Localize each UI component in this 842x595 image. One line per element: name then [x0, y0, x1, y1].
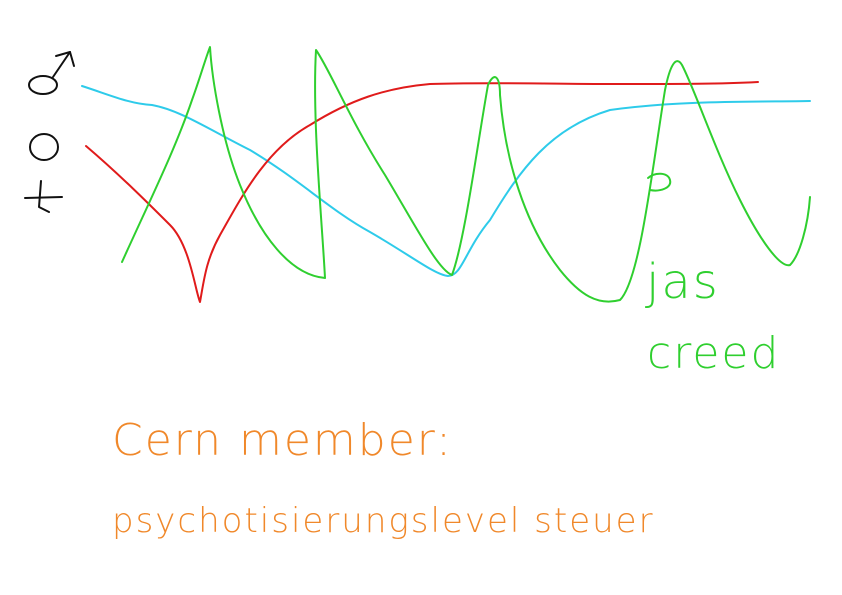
green-label-line1: jas: [645, 254, 720, 310]
green-label: jas creed: [645, 172, 780, 379]
caption-line2: psychotisierungslevel steuer: [112, 501, 655, 541]
green-label-line2: creed: [647, 328, 780, 379]
axis-symbols: [24, 51, 75, 213]
green-curve: [121, 46, 811, 303]
red-curve: [85, 81, 759, 303]
caption-line1: Cern member:: [112, 415, 453, 466]
caption-block: Cern member: psychotisierungslevel steue…: [112, 415, 655, 541]
cyan-curve: [81, 85, 811, 277]
circle-zero-icon: [29, 133, 59, 161]
male-symbol-icon: [28, 51, 75, 95]
plus-symbol-icon: [24, 180, 63, 213]
